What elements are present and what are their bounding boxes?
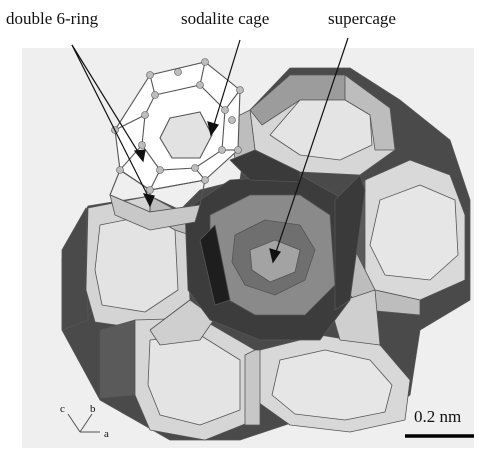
double-6-ring bbox=[109, 194, 201, 231]
ring-top-right bbox=[249, 74, 396, 176]
dark-wall-right bbox=[334, 174, 366, 311]
axis-label-a: a bbox=[104, 428, 109, 440]
label-double-6-ring: double 6-ring bbox=[6, 9, 99, 28]
axis-label-b: b bbox=[90, 403, 96, 415]
faujasite-framework bbox=[61, 67, 471, 441]
dark-wall-upper bbox=[229, 149, 301, 183]
label-sodalite-cage: sodalite cage bbox=[181, 9, 269, 28]
prism-left-bottom bbox=[149, 299, 216, 346]
ring-bottom-left bbox=[99, 317, 256, 441]
supercage-cavity bbox=[184, 174, 351, 341]
sodalite-cage-atoms bbox=[111, 58, 244, 194]
label-supercage: supercage bbox=[328, 9, 396, 28]
ring-left bbox=[61, 195, 191, 331]
leader-lines bbox=[71, 37, 349, 264]
sodalite-cage-wireframe bbox=[109, 61, 241, 213]
axis-label-c: c bbox=[60, 403, 65, 415]
scale-bar-label: 0.2 nm bbox=[414, 407, 461, 426]
axes-indicator bbox=[67, 413, 100, 433]
ring-bottom-right bbox=[244, 334, 411, 433]
